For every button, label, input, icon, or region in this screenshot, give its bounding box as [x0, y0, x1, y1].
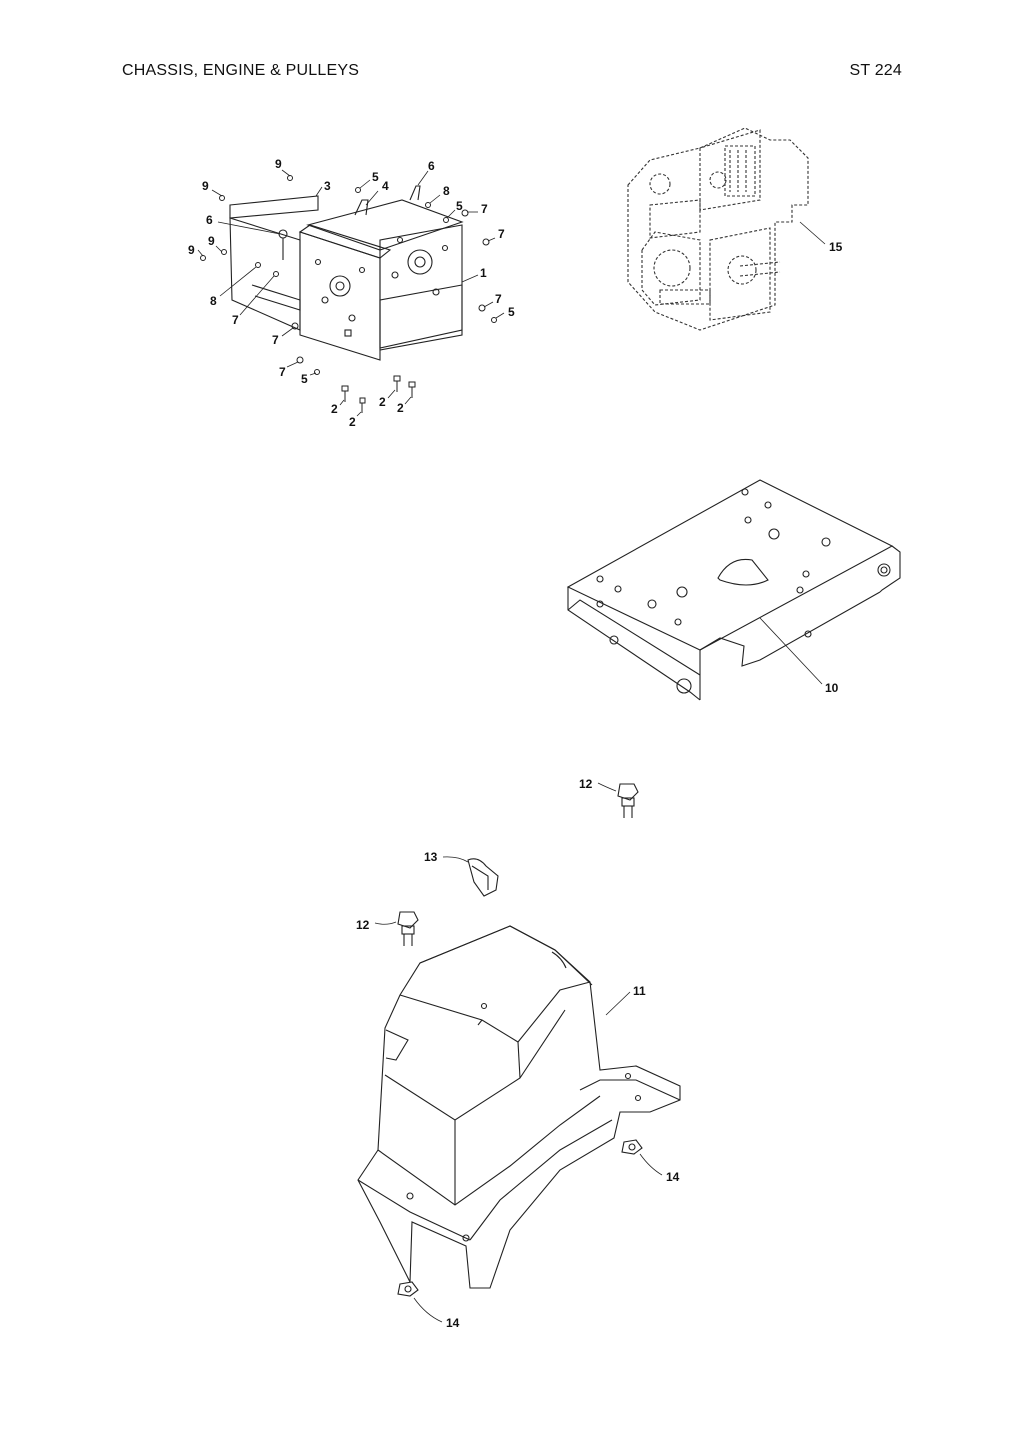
callout-14: 14 — [666, 1170, 680, 1184]
section-title: CHASSIS, ENGINE & PULLEYS — [122, 62, 360, 79]
callout-2: 2 — [349, 415, 356, 429]
callout-14: 14 — [446, 1316, 460, 1330]
callout-8: 8 — [443, 184, 450, 198]
callout-6: 6 — [428, 159, 435, 173]
callout-7: 7 — [495, 292, 502, 306]
callout-4: 4 — [382, 179, 389, 193]
chassis-assembly — [197, 169, 505, 417]
nut-lower — [397, 1281, 419, 1297]
callout-9: 9 — [208, 234, 215, 248]
clip-13 — [467, 858, 499, 897]
callout-7: 7 — [232, 313, 239, 327]
callout-8: 8 — [210, 294, 217, 308]
model-number: ST 224 — [849, 62, 902, 79]
callout-10: 10 — [825, 681, 839, 695]
callout-2: 2 — [331, 402, 338, 416]
callout-5: 5 — [508, 305, 515, 319]
callout-12: 12 — [356, 918, 370, 932]
callout-13: 13 — [424, 850, 438, 864]
callout-7: 7 — [481, 202, 488, 216]
callout-3: 3 — [324, 179, 331, 193]
callout-2: 2 — [379, 395, 386, 409]
engine-drawing — [627, 127, 809, 331]
belt-cover — [357, 925, 681, 1289]
callout-2: 2 — [397, 401, 404, 415]
callout-1: 1 — [480, 266, 487, 280]
nut-upper — [621, 1139, 643, 1155]
callout-labels: 9 9 3 6 9 9 5 4 6 8 5 7 7 1 8 7 7 7 5 7 … — [188, 157, 843, 1330]
callout-7: 7 — [498, 227, 505, 241]
callout-9: 9 — [275, 157, 282, 171]
callout-5: 5 — [301, 372, 308, 386]
callout-15: 15 — [829, 240, 843, 254]
bolt-upper — [617, 783, 639, 818]
callout-9: 9 — [188, 243, 195, 257]
callout-9: 9 — [202, 179, 209, 193]
callout-12: 12 — [579, 777, 593, 791]
mounting-plate — [566, 479, 901, 701]
callout-11: 11 — [633, 984, 646, 998]
callout-7: 7 — [279, 365, 286, 379]
callout-5: 5 — [372, 170, 379, 184]
callout-6: 6 — [206, 213, 213, 227]
bolt-lower — [397, 911, 419, 946]
callout-5: 5 — [456, 199, 463, 213]
callout-7: 7 — [272, 333, 279, 347]
